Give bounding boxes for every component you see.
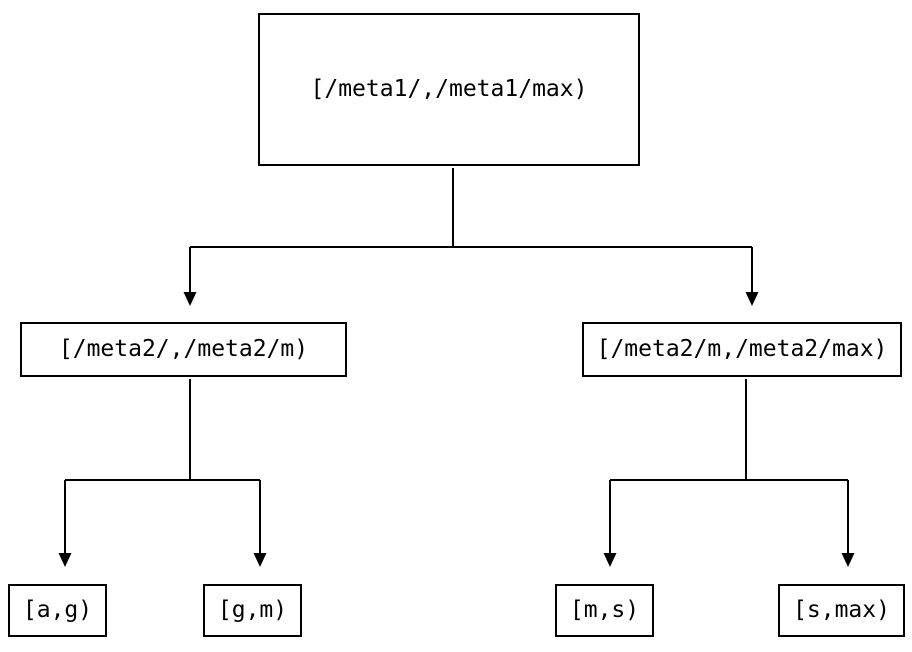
edges-root-children (183, 168, 759, 306)
tree-node-label: [/meta2/,/meta2/m) (58, 336, 309, 362)
arrowhead-icon (253, 553, 267, 567)
tree-node-label: [/meta2/m,/meta2/max) (596, 336, 888, 362)
tree-node-root: [/meta1/,/meta1/max) (258, 13, 640, 166)
tree-node-meta2-right: [/meta2/m,/meta2/max) (582, 322, 902, 377)
arrowhead-icon (745, 292, 759, 306)
tree-node-leaf-smax: [s,max) (778, 584, 905, 637)
tree-node-leaf-ms: [m,s) (555, 584, 654, 637)
arrowhead-icon (58, 553, 72, 567)
tree-node-label: [s,max) (793, 597, 890, 623)
arrowhead-icon (183, 292, 197, 306)
tree-node-label: [m,s) (569, 597, 640, 623)
arrowhead-icon (603, 553, 617, 567)
tree-node-leaf-gm: [g,m) (203, 584, 302, 637)
edges-meta2-left-children (58, 379, 267, 567)
arrowhead-icon (841, 553, 855, 567)
tree-node-meta2-left: [/meta2/,/meta2/m) (20, 322, 347, 377)
edges-meta2-right-children (603, 379, 855, 567)
tree-node-label: [a,g) (22, 597, 93, 623)
tree-node-leaf-ag: [a,g) (8, 584, 107, 637)
tree-node-label: [g,m) (217, 597, 288, 623)
tree-node-label: [/meta1/,/meta1/max) (310, 76, 588, 102)
